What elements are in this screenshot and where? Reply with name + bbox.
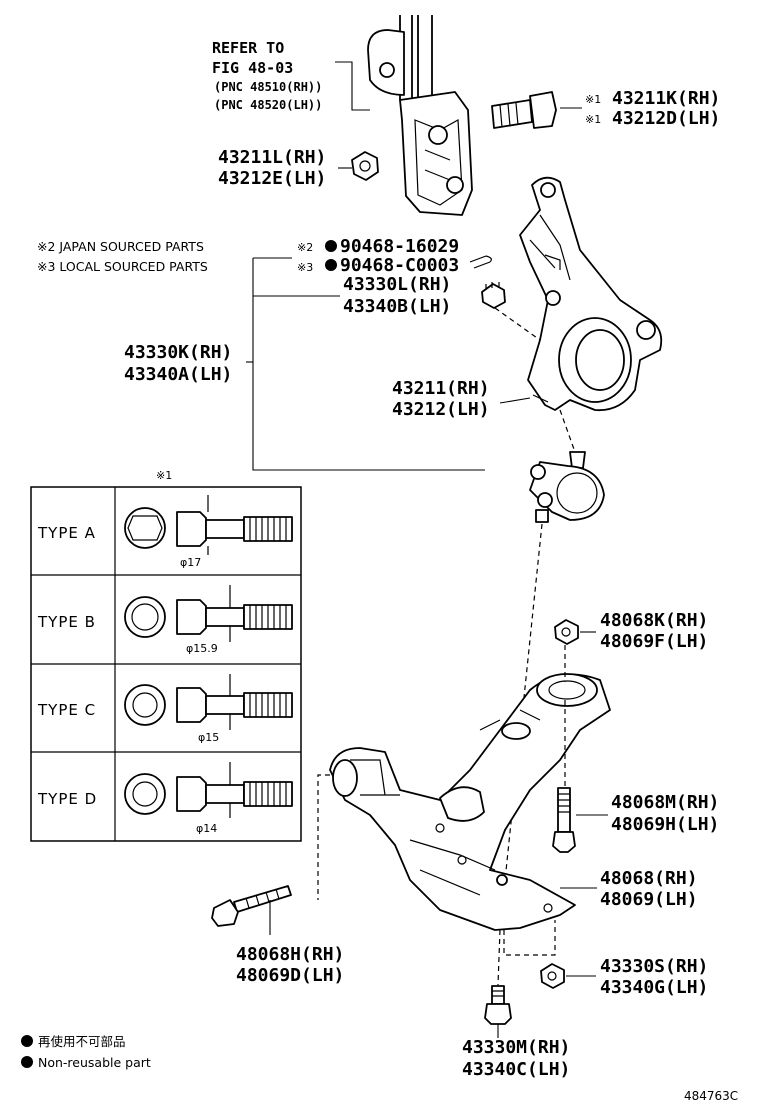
bolt-48068m-drawing — [552, 787, 576, 853]
part-48068h-rh: 48068H(RH) — [236, 944, 344, 965]
type-d-label: TYPE D — [37, 790, 97, 808]
bolt-43211k-mark: ※1 — [585, 93, 601, 106]
part-43212d-lh: 43212D(LH) — [612, 108, 720, 129]
part-48069-lh: 48069(LH) — [600, 889, 698, 910]
non-reusable-dot-icon — [325, 259, 337, 271]
note-local-sourced: ※3 LOCAL SOURCED PARTS — [37, 259, 208, 274]
part-48068m-rh: 48068M(RH) — [611, 792, 719, 813]
type-row-d: TYPE D φ14 — [37, 762, 293, 835]
part-43330k-rh: 43330K(RH) — [124, 342, 232, 363]
pin-japan-mark: ※2 — [297, 241, 313, 254]
bolt-43211k-drawing — [491, 91, 557, 129]
part-90468-c0003: 90468-C0003 — [340, 255, 459, 276]
legend-en: Non-reusable part — [38, 1055, 151, 1070]
part-43330s-rh: 43330S(RH) — [600, 956, 708, 977]
note-japan-sourced: ※2 JAPAN SOURCED PARTS — [37, 239, 204, 254]
part-48069h-lh: 48069H(LH) — [611, 814, 719, 835]
type-d-dim: φ14 — [196, 822, 217, 835]
part-43211-rh: 43211(RH) — [392, 378, 490, 399]
part-43340c-lh: 43340C(LH) — [462, 1059, 570, 1080]
type-row-a: TYPE A φ17 — [37, 495, 293, 569]
refer-note: REFER TO FIG 48-03 (PNC 48510(RH)) (PNC … — [212, 39, 370, 112]
pin-local-mark: ※3 — [297, 261, 313, 274]
type-b-label: TYPE B — [37, 613, 96, 631]
part-43212e-lh: 43212E(LH) — [218, 168, 326, 189]
bolt-type-table — [30, 486, 302, 842]
table-mark: ※1 — [156, 469, 172, 482]
part-48069d-lh: 48069D(LH) — [236, 965, 344, 986]
type-a-dim: φ17 — [180, 556, 201, 569]
refer-line4: (PNC 48520(LH)) — [214, 98, 322, 112]
refer-line1: REFER TO — [212, 39, 284, 57]
part-43340a-lh: 43340A(LH) — [124, 364, 232, 385]
non-reusable-dot-icon — [21, 1056, 33, 1068]
part-43211l-rh: 43211L(RH) — [218, 147, 326, 168]
part-43340g-lh: 43340G(LH) — [600, 977, 708, 998]
nut-43211l-drawing — [351, 151, 379, 181]
lower-arm-drawing — [329, 673, 611, 931]
type-a-label: TYPE A — [37, 524, 96, 542]
refer-line3: (PNC 48510(RH)) — [214, 80, 322, 94]
part-48069f-lh: 48069F(LH) — [600, 631, 708, 652]
part-48068-rh: 48068(RH) — [600, 868, 698, 889]
non-reusable-dot-icon — [21, 1035, 33, 1047]
bolt-43330m-drawing — [484, 985, 512, 1025]
type-c-label: TYPE C — [37, 701, 96, 719]
part-43340b-lh: 43340B(LH) — [343, 296, 451, 317]
non-reusable-dot-icon — [325, 240, 337, 252]
nut-43330s-drawing — [540, 963, 565, 989]
cotter-pin-drawing — [469, 255, 492, 269]
type-row-c: TYPE C φ15 — [37, 674, 293, 744]
type-row-b: TYPE B φ15.9 — [37, 585, 293, 655]
refer-line2: FIG 48-03 — [212, 59, 293, 77]
part-43212-lh: 43212(LH) — [392, 399, 490, 420]
bolt-48068h-drawing — [211, 885, 292, 927]
part-90468-16029: 90468-16029 — [340, 236, 459, 257]
castle-nut-drawing — [481, 282, 506, 309]
ball-joint-drawing — [529, 451, 605, 523]
part-43330m-rh: 43330M(RH) — [462, 1037, 570, 1058]
shock-absorber-drawing — [367, 15, 473, 216]
part-43330l-rh: 43330L(RH) — [343, 274, 451, 295]
part-48068k-rh: 48068K(RH) — [600, 610, 708, 631]
part-43211k-rh: 43211K(RH) — [612, 88, 720, 109]
type-c-dim: φ15 — [198, 731, 219, 744]
nut-48068k-drawing — [554, 619, 579, 645]
diagram-code: 484763C — [684, 1089, 738, 1103]
steering-knuckle-drawing — [519, 176, 663, 412]
legend-jp: 再使用不可部品 — [38, 1034, 126, 1049]
type-b-dim: φ15.9 — [186, 642, 218, 655]
bolt-43212d-mark: ※1 — [585, 113, 601, 126]
